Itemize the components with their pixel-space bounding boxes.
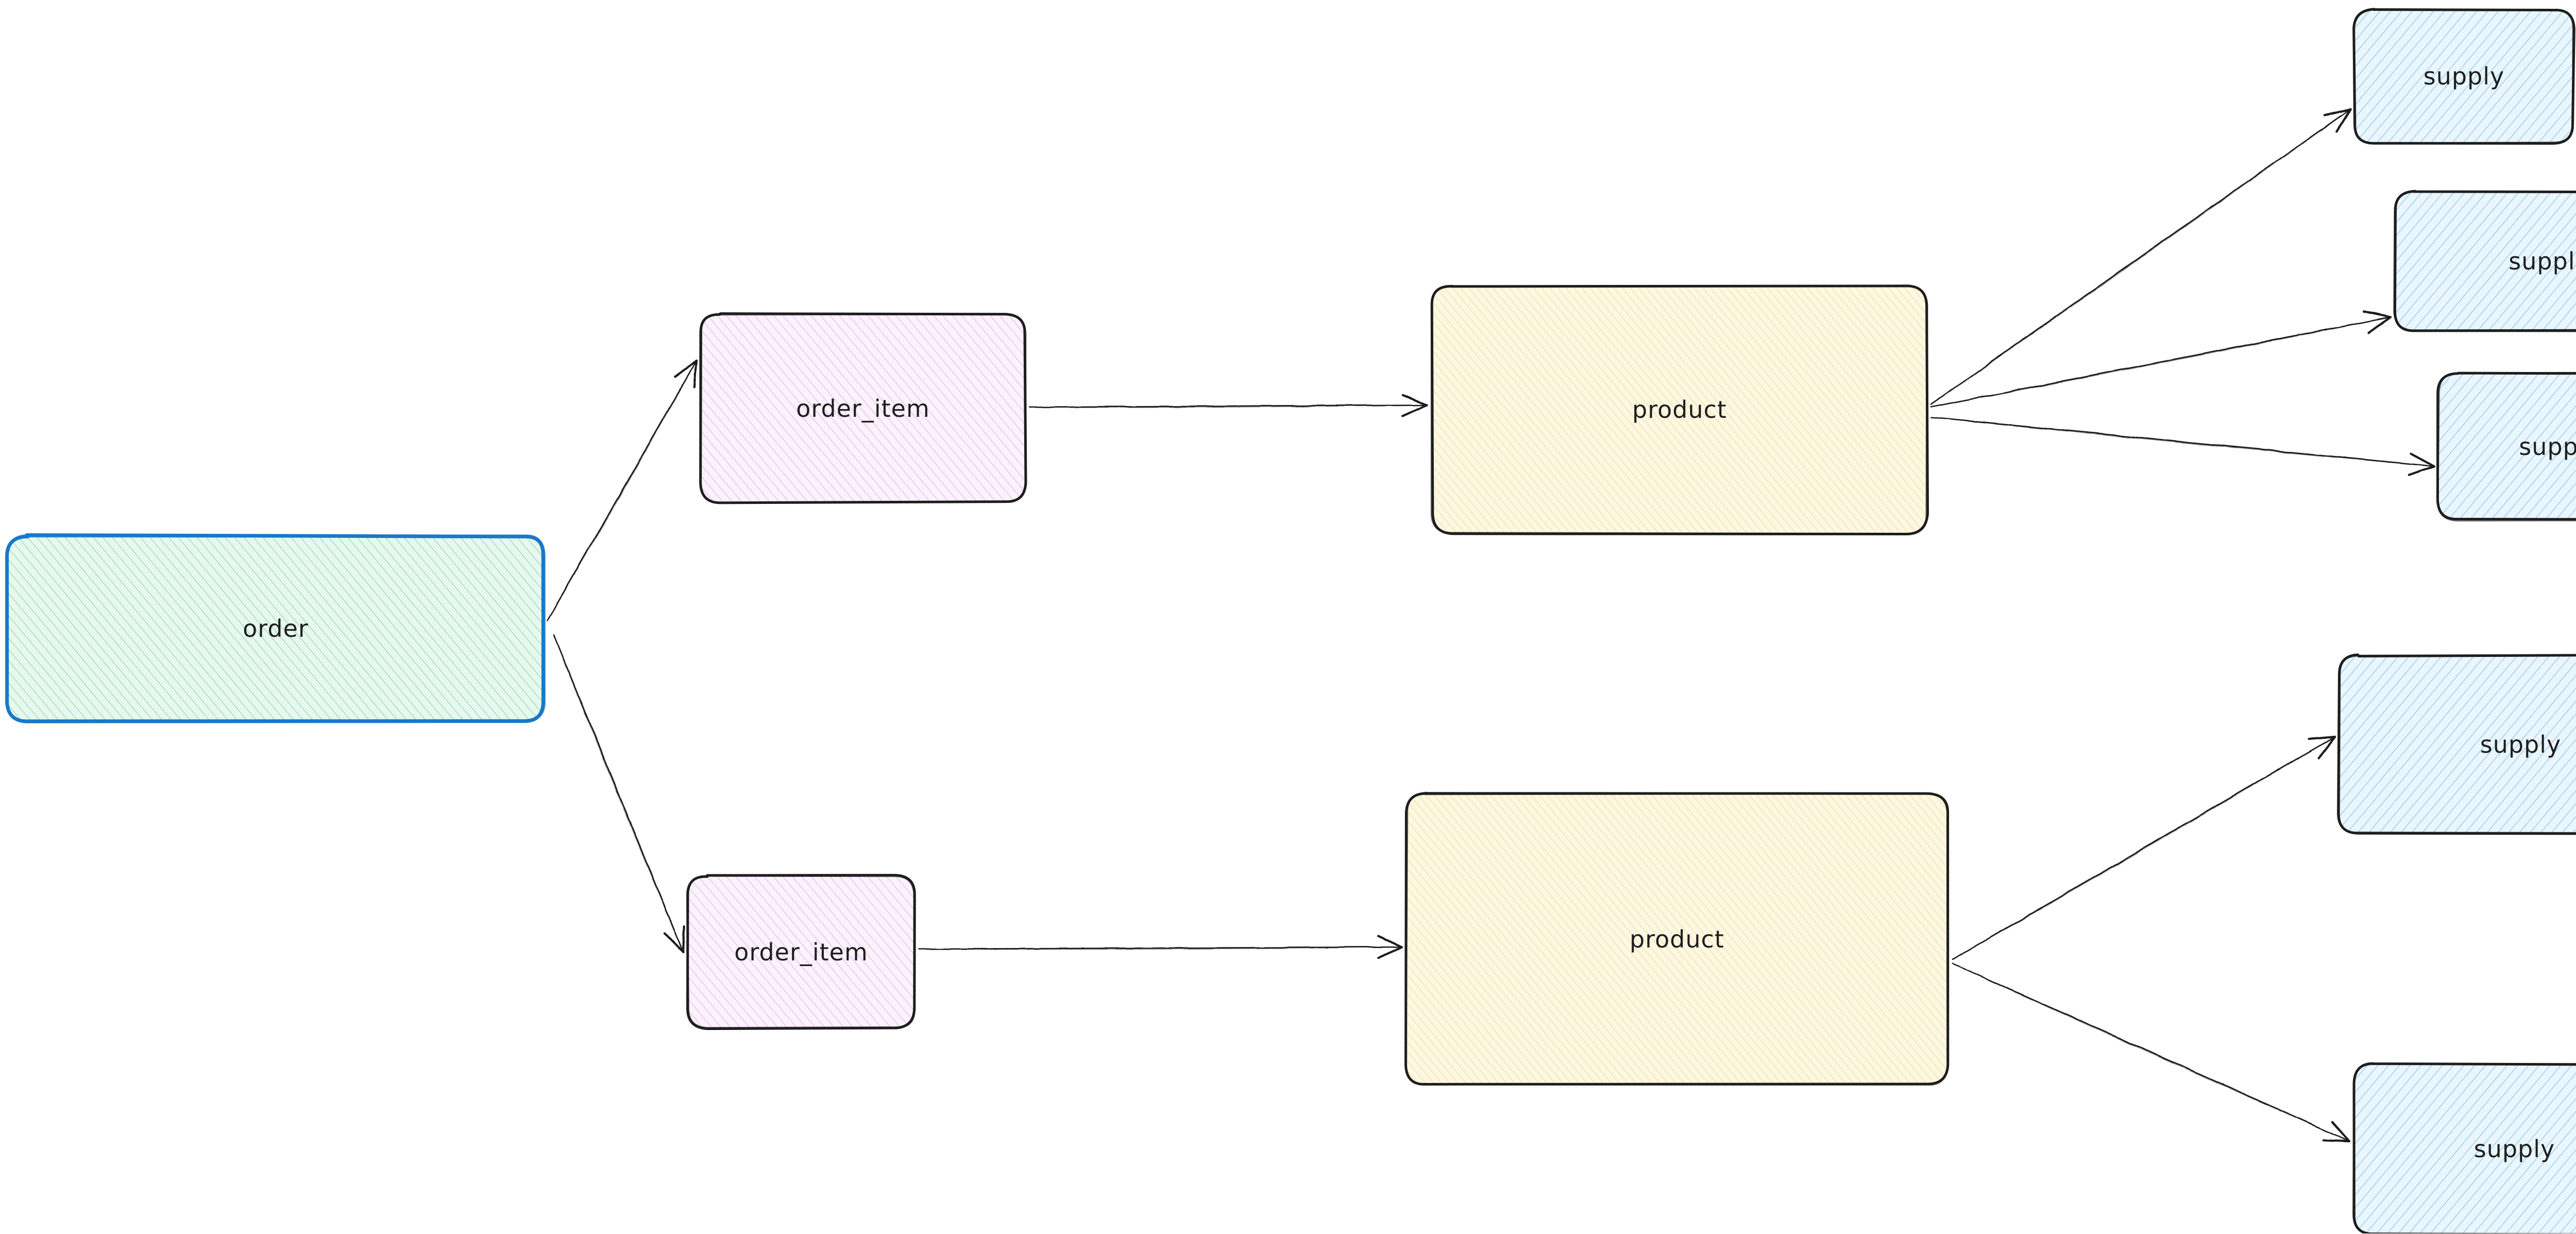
edge-arrowhead bbox=[1402, 395, 1427, 405]
edge-product_2-to-supply_4 bbox=[1953, 737, 2335, 959]
edge-arrowhead bbox=[665, 933, 683, 952]
edge-arrowhead bbox=[1378, 947, 1402, 958]
node-hatch bbox=[2395, 191, 2576, 331]
node-supply[interactable] bbox=[2353, 1063, 2576, 1233]
node-supply[interactable] bbox=[2354, 9, 2574, 144]
edge-order_item_1-to-product_1 bbox=[1029, 395, 1427, 416]
node-supply[interactable] bbox=[2437, 373, 2576, 521]
node-order[interactable] bbox=[7, 535, 545, 722]
edge-arrowhead bbox=[2409, 466, 2434, 475]
edge-order_item_2-to-product_2 bbox=[919, 936, 1402, 958]
node-supply[interactable] bbox=[2338, 655, 2576, 834]
edge-arrowhead bbox=[2323, 1140, 2349, 1141]
node-product[interactable] bbox=[1432, 285, 1928, 534]
edge-arrowhead bbox=[2332, 1122, 2349, 1141]
edge-arrowhead bbox=[1379, 936, 1402, 947]
nodes-layer bbox=[7, 9, 2576, 1233]
node-hatch bbox=[687, 875, 914, 1028]
edge-arrowhead bbox=[2318, 737, 2335, 758]
node-hatch bbox=[7, 535, 544, 721]
node-hatch bbox=[1432, 285, 1926, 534]
edge-product_1-to-supply_1 bbox=[1931, 109, 2350, 404]
node-hatch bbox=[2438, 373, 2576, 519]
edge-arrowhead bbox=[2364, 311, 2391, 317]
node-hatch bbox=[2339, 655, 2576, 834]
edge-arrowhead bbox=[683, 926, 684, 952]
edge-arrowhead bbox=[675, 361, 697, 377]
node-hatch bbox=[1406, 793, 1947, 1085]
edge-product_1-to-supply_2 bbox=[1931, 311, 2391, 407]
node-supply[interactable] bbox=[2394, 191, 2576, 331]
node-order_item[interactable] bbox=[687, 875, 915, 1029]
edge-arrowhead bbox=[1402, 405, 1427, 416]
edge-order-to-order_item_1 bbox=[547, 361, 697, 621]
node-hatch bbox=[2353, 1063, 2576, 1233]
edge-product_2-to-supply_5 bbox=[1953, 963, 2349, 1141]
node-hatch bbox=[701, 314, 1025, 502]
edge-order-to-order_item_2 bbox=[554, 635, 684, 952]
edge-product_1-to-supply_3 bbox=[1931, 417, 2434, 475]
node-hatch bbox=[2354, 9, 2573, 144]
node-order_item[interactable] bbox=[700, 314, 1026, 503]
node-product[interactable] bbox=[1405, 792, 1947, 1085]
